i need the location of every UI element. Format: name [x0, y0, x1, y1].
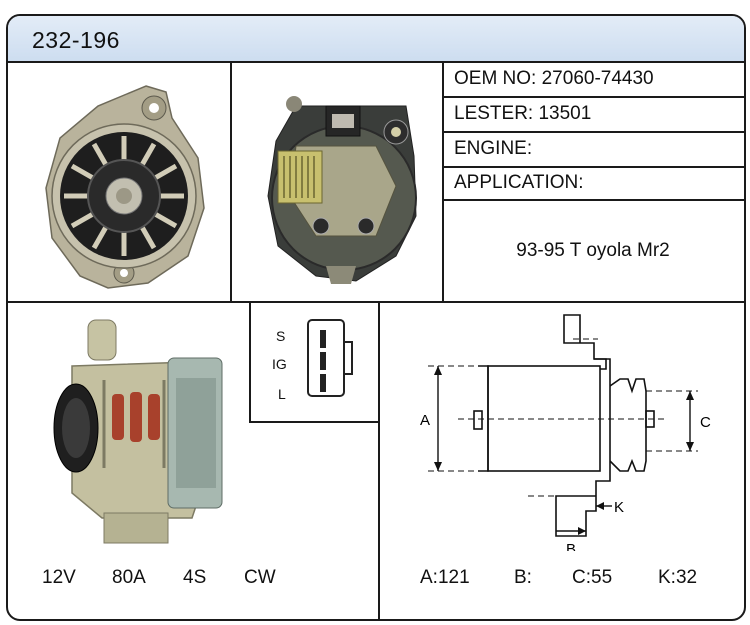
connector-box-left [249, 301, 251, 423]
pin-label-l: L [278, 386, 286, 402]
application-label: APPLICATION: [454, 172, 584, 193]
dimension-k-value: K:32 [658, 567, 698, 588]
dimension-c-value: C:55 [572, 567, 613, 588]
divider-spec-4 [442, 199, 744, 201]
alternator-front-photo [45, 85, 205, 289]
alternator-side-photo [53, 319, 223, 544]
dimension-b-value: B: [514, 567, 532, 588]
dim-label-c: C [700, 414, 711, 431]
divider-spec-2 [442, 131, 744, 133]
divider-horizontal-main [8, 301, 744, 303]
pin-l [320, 374, 326, 392]
alternator-rear-photo [267, 96, 417, 284]
engine-label: ENGINE: [454, 138, 533, 159]
connector-box-bottom [249, 421, 380, 423]
part-number: 232-196 [32, 27, 120, 53]
application-value: 93-95 T oyola Mr2 [516, 240, 670, 261]
rotation-value: CW [244, 567, 276, 588]
dim-label-a: A [420, 412, 430, 429]
voltage-value: 12V [42, 567, 76, 588]
spec-card: 232-196 OEM NO: 27060-74430 LESTER: 1350… [6, 14, 746, 621]
pin-label-ig: IG [272, 356, 287, 372]
divider-vertical-top-left [230, 61, 232, 301]
oem-number: OEM NO: 27060-74430 [454, 68, 654, 89]
pin-label-s: S [276, 328, 286, 344]
divider-spec-3 [442, 166, 744, 168]
groove-value: 4S [183, 567, 207, 588]
amperage-value: 80A [112, 567, 146, 588]
divider-spec-1 [442, 96, 744, 98]
pin-ig [320, 352, 326, 370]
connector-diagram [307, 319, 353, 397]
divider-vertical-bottom [378, 301, 380, 619]
divider-vertical-top-right [442, 61, 444, 301]
lester-number: LESTER: 13501 [454, 103, 592, 124]
dimension-a-value: A:121 [420, 567, 470, 588]
dim-label-b: B [566, 541, 576, 551]
pin-s [320, 330, 326, 348]
dimension-drawing: A C K B [420, 314, 711, 551]
header-bar: 232-196 [8, 16, 744, 63]
dim-label-k: K [614, 499, 624, 516]
